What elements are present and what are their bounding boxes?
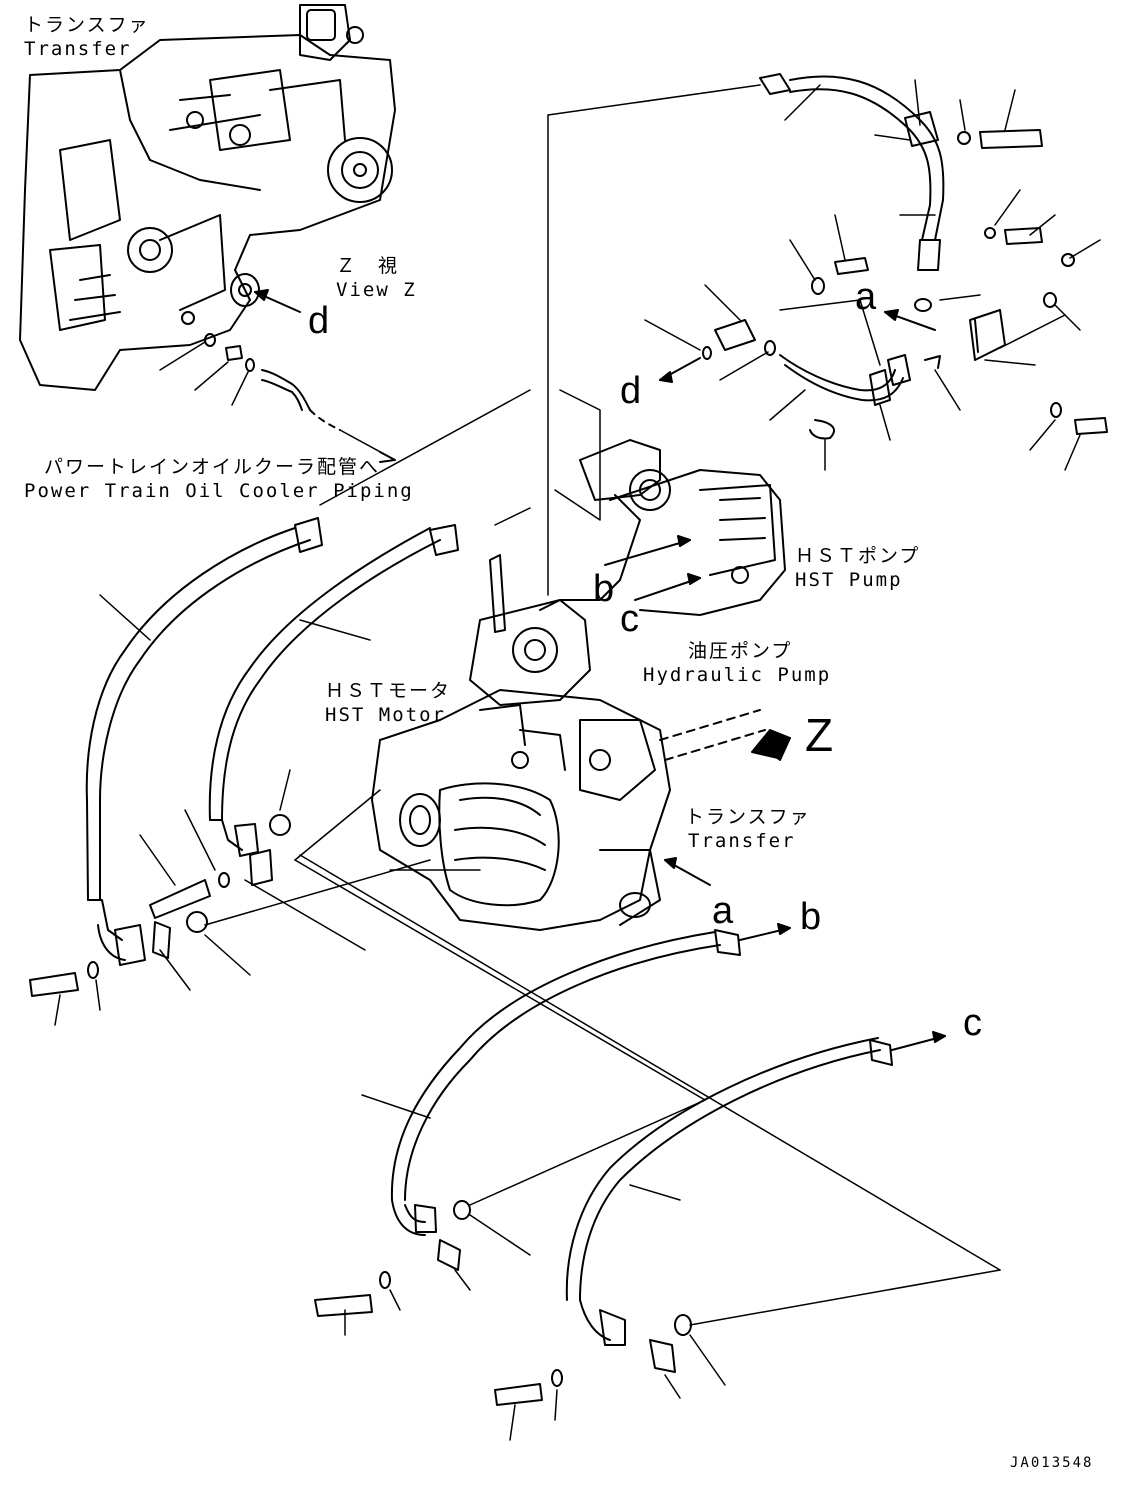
hst-motor-label-en: HST Motor bbox=[325, 704, 446, 726]
ref-d-mid: d bbox=[620, 370, 642, 412]
arrow-b-mid bbox=[604, 539, 691, 566]
leaders-top-right bbox=[547, 79, 1101, 596]
leaders-center bbox=[204, 389, 1001, 1326]
drawing-code: JA013548 bbox=[1010, 1455, 1094, 1471]
hst-pump-label-en: HST Pump bbox=[795, 569, 903, 591]
hst-pump-label-jp: ＨＳＴポンプ bbox=[795, 545, 921, 567]
ref-b-mid: b bbox=[593, 568, 615, 610]
transfer-top-label-en: Transfer bbox=[24, 38, 132, 60]
top-right-hose-assembly bbox=[702, 73, 1108, 440]
transfer-mid-label-jp: トランスファ bbox=[685, 806, 811, 828]
cooler-label-en: Power Train Oil Cooler Piping bbox=[24, 480, 414, 502]
ref-d-top: d bbox=[308, 300, 330, 342]
ref-c-mid: c bbox=[620, 598, 639, 640]
view-z-label-en: View Z bbox=[336, 279, 417, 301]
bottom-hoses bbox=[314, 929, 893, 1406]
transfer-assembly-view-z bbox=[19, 4, 396, 431]
left-hoses bbox=[29, 517, 459, 997]
hydraulic-pump-label-en: Hydraulic Pump bbox=[643, 664, 832, 686]
leaders-bottom bbox=[344, 1094, 726, 1441]
ref-z-view: Z bbox=[805, 709, 834, 761]
cooler-label-jp: パワートレインオイルクーラ配管へ bbox=[44, 456, 381, 478]
main-powertrain bbox=[371, 439, 786, 931]
ref-a-mid: a bbox=[712, 890, 734, 932]
leaders-top-left bbox=[159, 294, 396, 461]
hydraulic-pump-label-jp: 油圧ポンプ bbox=[688, 640, 793, 662]
transfer-mid-label-en: Transfer bbox=[688, 830, 796, 852]
ref-a-top: a bbox=[855, 276, 877, 318]
ref-b-bottom: b bbox=[800, 896, 822, 938]
view-z-label-jp: Ｚ 視 bbox=[336, 255, 400, 277]
leaders-left bbox=[54, 594, 371, 1026]
hst-motor-label-jp: ＨＳＴモータ bbox=[325, 680, 452, 702]
transfer-top-label-jp: トランスファ bbox=[24, 14, 150, 36]
ref-c-bottom: c bbox=[963, 1002, 982, 1044]
